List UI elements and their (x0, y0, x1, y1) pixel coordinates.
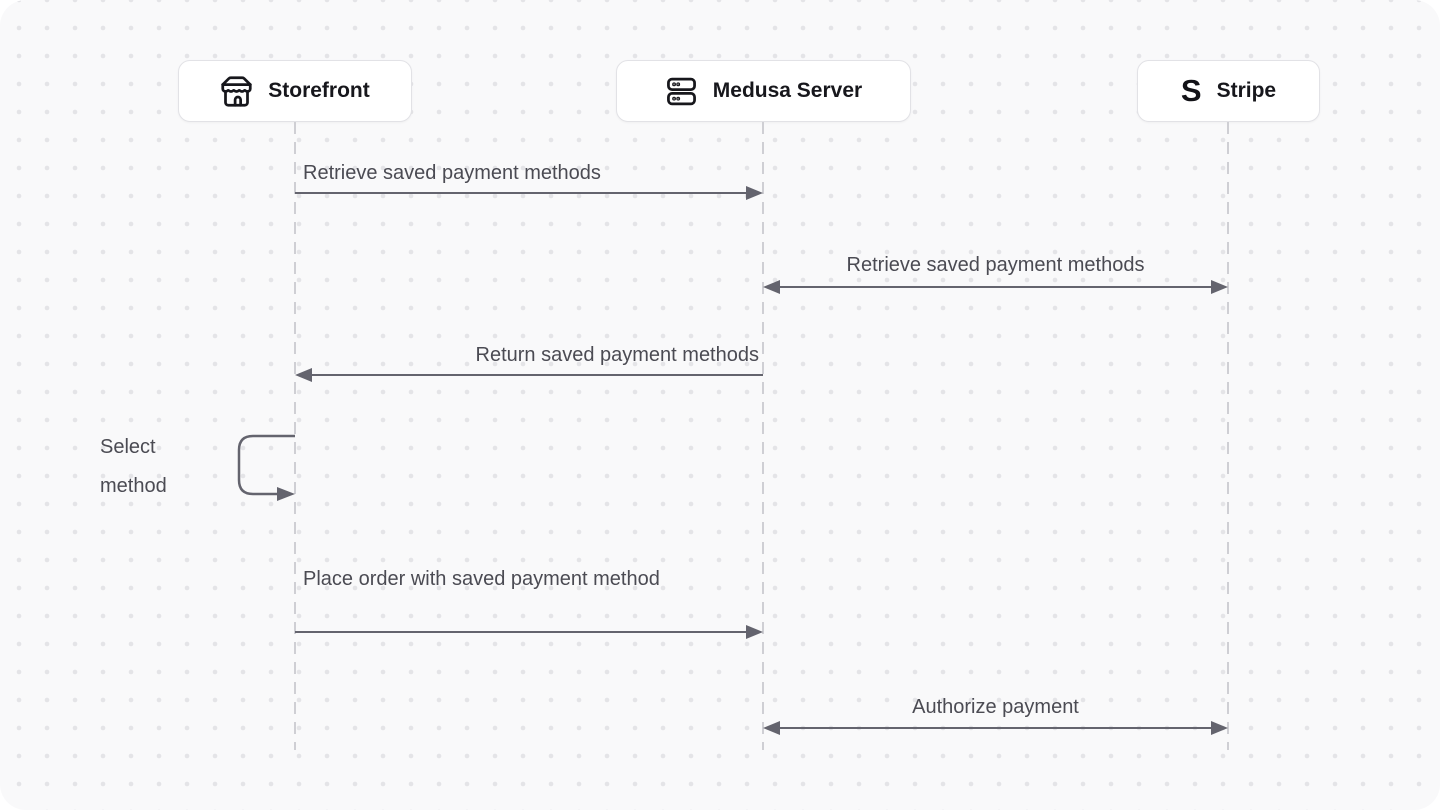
lifeline-medusa-server (761, 122, 765, 750)
message-label-select-method: Select method (100, 436, 167, 497)
message-label-return-saved: Return saved payment methods (475, 344, 760, 366)
arrowhead-right-icon (746, 625, 763, 639)
actor-label-storefront: Storefront (268, 79, 370, 102)
arrowhead-right-icon (1211, 280, 1228, 294)
self-loop-arrow (233, 428, 299, 508)
arrow-shaft (295, 191, 748, 195)
stripe-logo-icon: S (1180, 72, 1202, 108)
actor-label-medusa-server: Medusa Server (712, 79, 863, 102)
arrow-shaft (778, 285, 1213, 289)
lifeline-stripe (1226, 122, 1230, 750)
message-label-authorize-payment: Authorize payment (912, 696, 1079, 718)
arrow-storefront-to-medusa-2 (295, 625, 763, 639)
message-label-place-order: Place order with saved payment method (303, 568, 660, 590)
arrowhead-left-icon (763, 280, 780, 294)
arrow-shaft (778, 726, 1213, 730)
arrow-shaft (310, 373, 763, 377)
actor-label-stripe: Stripe (1216, 79, 1277, 102)
arrowhead-left-icon (295, 368, 312, 382)
actor-medusa-server: Medusa Server (616, 60, 911, 122)
message-label-retrieve-saved-stripe: Retrieve saved payment methods (846, 254, 1145, 276)
arrow-storefront-to-medusa-1 (295, 186, 763, 200)
arrow-medusa-to-storefront (295, 368, 763, 382)
arrow-shaft (295, 630, 748, 634)
arrowhead-left-icon (763, 721, 780, 735)
arrowhead-right-icon (277, 487, 295, 501)
actor-stripe: S Stripe (1137, 60, 1320, 122)
arrowhead-right-icon (1211, 721, 1228, 735)
message-label-retrieve-saved-storefront: Retrieve saved payment methods (303, 162, 601, 184)
server-icon (665, 75, 698, 108)
arrow-medusa-stripe-both-1 (763, 280, 1228, 294)
actor-storefront: Storefront (178, 60, 412, 122)
arrow-medusa-stripe-both-2 (763, 721, 1228, 735)
store-icon (220, 75, 253, 108)
arrowhead-right-icon (746, 186, 763, 200)
